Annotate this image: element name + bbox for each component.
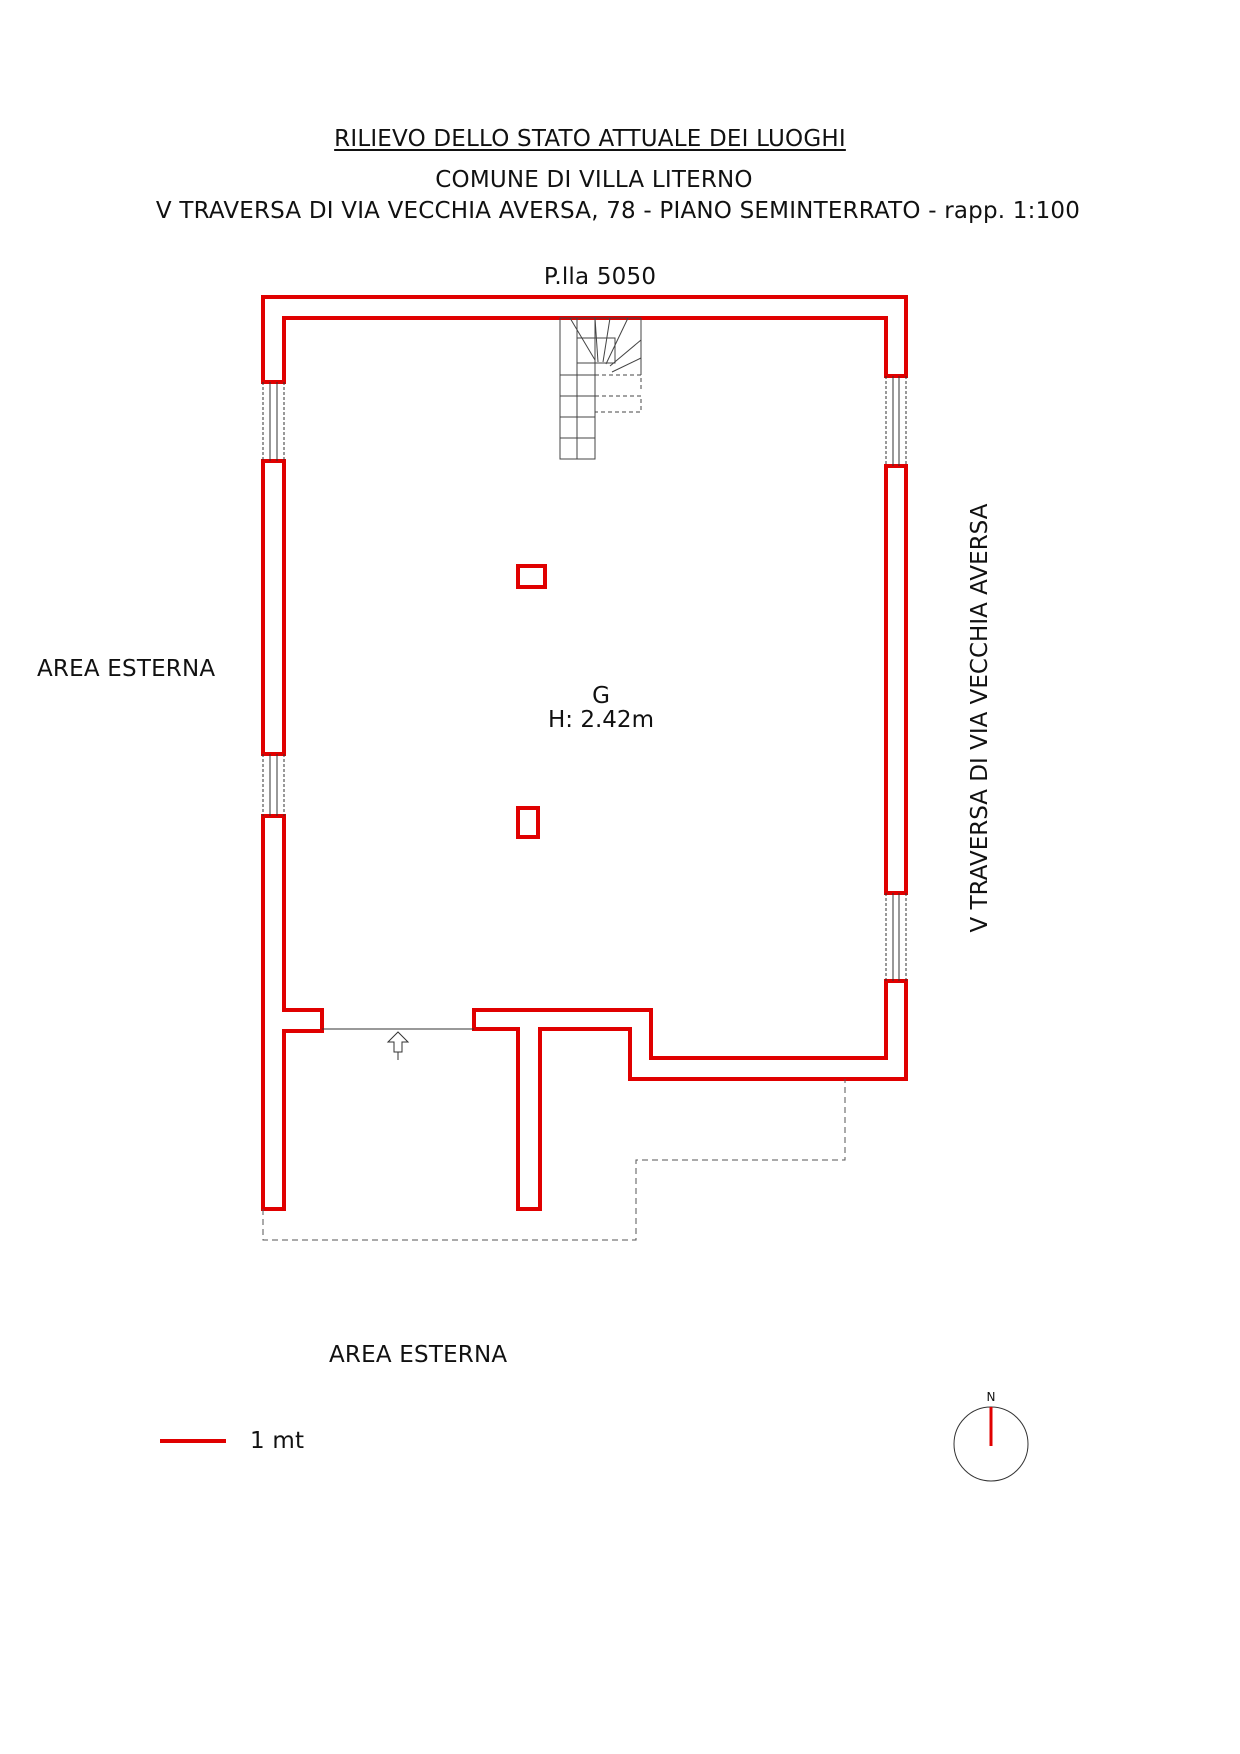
entrance	[322, 1028, 474, 1060]
compass-north-label: N	[986, 1390, 996, 1404]
room-name: G	[592, 683, 610, 709]
north-compass-icon	[953, 1406, 1029, 1482]
wall-right-upper	[884, 464, 908, 895]
window-right-lower	[885, 893, 907, 981]
wall-left-upper	[261, 459, 286, 756]
address-label: V TRAVERSA DI VIA VECCHIA AVERSA, 78 - P…	[155, 198, 1081, 224]
pillar-lower	[516, 806, 540, 839]
parcel-label: P.lla 5050	[543, 264, 657, 290]
scale-legend: 1 mt	[160, 1426, 304, 1456]
left-area-label: AREA ESTERNA	[37, 656, 216, 682]
windows	[262, 376, 907, 981]
wall-left-lower	[261, 814, 324, 1211]
wall-right-lower	[472, 979, 908, 1211]
legend-label: 1 mt	[250, 1428, 305, 1454]
drawing-title: RILIEVO DELLO STATO ATTUALE DEI LUOGHI	[334, 126, 846, 152]
bottom-area-label: AREA ESTERNA	[329, 1342, 508, 1368]
window-left-lower	[262, 754, 285, 816]
room-height: H: 2.42m	[548, 707, 654, 733]
legend-line-swatch	[160, 1439, 226, 1443]
staircase	[559, 317, 642, 460]
window-right-upper	[885, 376, 907, 466]
window-left-upper	[262, 382, 285, 461]
wall-top	[261, 295, 908, 384]
room-label: G H: 2.42m	[546, 684, 656, 732]
walls	[261, 295, 908, 1211]
municipality-label: COMUNE DI VILLA LITERNO	[435, 167, 753, 193]
pillar-upper	[516, 564, 547, 589]
external-outline	[262, 1079, 846, 1241]
